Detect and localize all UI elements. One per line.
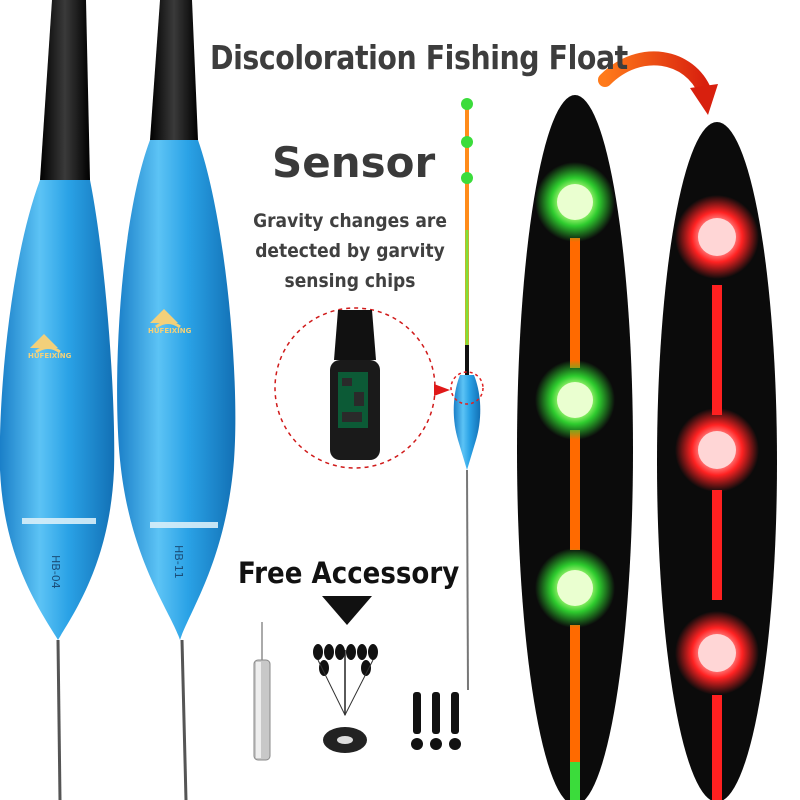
sensor-description-line: Gravity changes are (253, 210, 447, 232)
brand-logo (30, 334, 61, 354)
rubber-connectors (411, 692, 461, 750)
brand-logo (150, 309, 181, 329)
sensor-zoom (274, 307, 450, 469)
right-model-label: HB-11 (172, 545, 185, 579)
sensor-description-line: detected by garvity (255, 240, 445, 262)
green-lit-float (517, 95, 633, 800)
right-float (117, 0, 236, 800)
left-model-label: HB-04 (49, 555, 62, 589)
sensor-heading: Sensor (272, 138, 436, 187)
bobber-stopper-set (313, 644, 378, 753)
page-title: Discoloration Fishing Float (210, 38, 628, 77)
brand-text: HUFEIXING (28, 352, 72, 360)
red-lit-float (657, 122, 777, 800)
sensor-description: Gravity changes are detected by garvity … (244, 206, 456, 296)
down-triangle-icon (322, 596, 372, 625)
left-float (0, 0, 115, 800)
brand-text: HUFEIXING (148, 327, 192, 335)
small-float (450, 98, 484, 691)
color-change-arrow (598, 51, 718, 115)
free-accessory-heading: Free Accessory (238, 556, 460, 590)
sensor-description-line: sensing chips (284, 270, 416, 292)
battery-holder (253, 622, 271, 761)
